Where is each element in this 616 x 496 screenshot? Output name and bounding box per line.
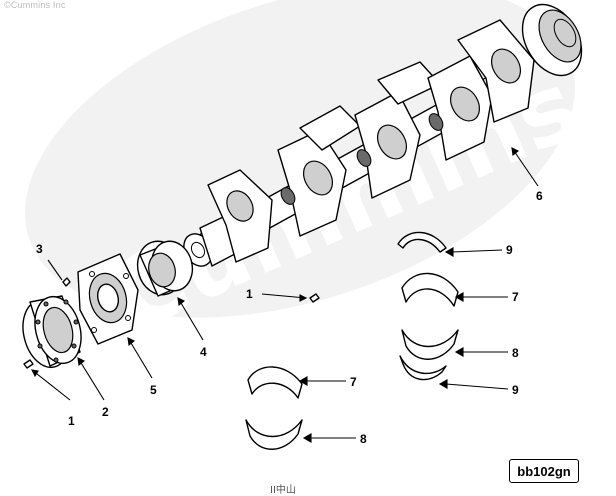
main-bearing-lower-right — [401, 329, 459, 360]
diagram-code-label: bb102gn — [509, 459, 579, 483]
crankshaft — [183, 3, 583, 267]
callout-1-left: 1 — [68, 414, 75, 428]
main-bearing-upper-left — [247, 366, 303, 399]
callout-4: 4 — [200, 345, 207, 359]
callout-8-right: 8 — [512, 346, 519, 360]
dowel-pin-left — [23, 359, 34, 369]
callout-3: 3 — [36, 242, 43, 256]
callout-labels: 3 1 2 5 4 6 1 9 7 8 9 7 8 — [36, 189, 543, 446]
callout-2: 2 — [102, 405, 109, 419]
footer-mark: ⅠⅠ中山 — [270, 485, 296, 496]
leader-lines — [31, 147, 539, 443]
copyright-text: ©Cummins Inc — [4, 0, 66, 10]
crankshaft-gear — [136, 240, 194, 297]
gear-adapter-plate — [77, 253, 139, 345]
callout-9-top: 9 — [506, 243, 513, 257]
thrust-bearing-upper — [397, 231, 447, 253]
callout-7-left: 7 — [350, 375, 357, 389]
dowel-pin-center — [309, 293, 320, 303]
callout-9-bottom: 9 — [512, 383, 519, 397]
thrust-bearing-lower — [399, 355, 447, 381]
callout-6: 6 — [536, 189, 543, 203]
callout-7-right: 7 — [512, 290, 519, 304]
callout-5: 5 — [150, 383, 157, 397]
main-bearing-upper-right — [401, 272, 459, 307]
main-bearing-lower-left — [245, 419, 303, 450]
front-seal-ring — [22, 295, 82, 369]
callout-1-center: 1 — [246, 287, 253, 301]
callout-8-left: 8 — [360, 432, 367, 446]
key-pin — [62, 277, 71, 287]
